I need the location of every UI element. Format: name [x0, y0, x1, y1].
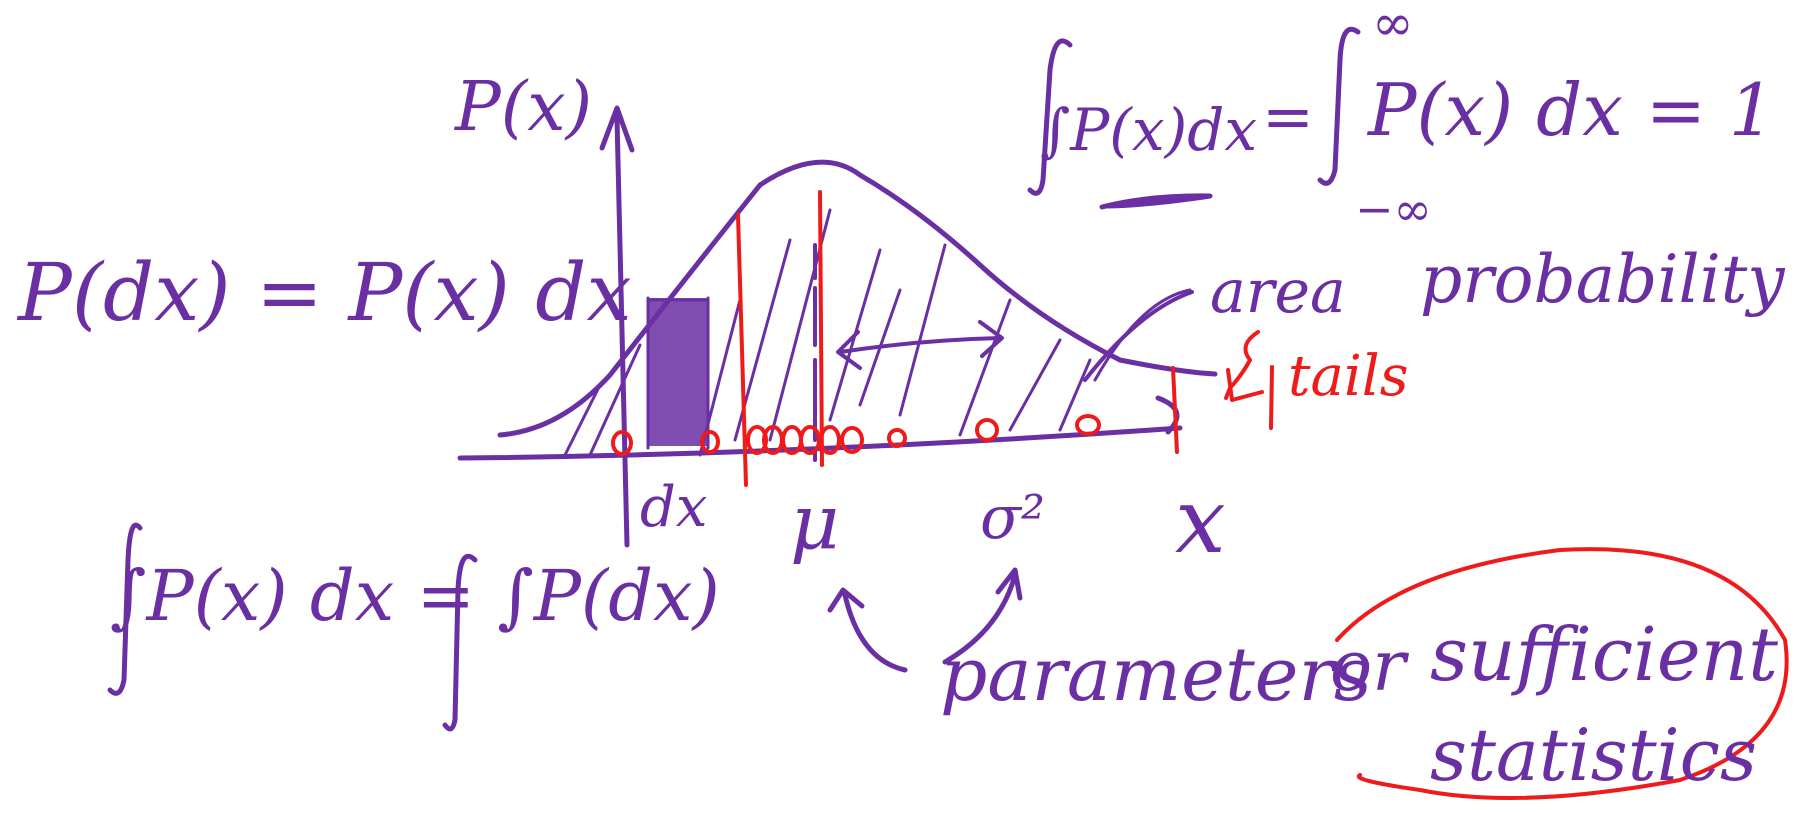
area-label: area — [1210, 257, 1346, 327]
probability-label: probability — [1420, 241, 1785, 318]
y-axis-arrowhead — [599, 105, 635, 153]
dx-shaded-strip — [646, 296, 710, 450]
x-axis — [457, 425, 1183, 461]
upper-limit: ∞ — [1372, 0, 1414, 52]
or-note: or — [1330, 625, 1409, 707]
normalization-lhs: ∫P(x)dx — [1040, 96, 1257, 164]
integral-equivalence: ∫P(x) dx = ∫P(dx) — [110, 555, 720, 637]
sample-points — [611, 414, 1101, 456]
dx-label: dx — [640, 475, 707, 540]
integral-sign-normalization-lhs — [1027, 38, 1073, 196]
axes — [457, 105, 1183, 548]
normalization-equals: = — [1262, 80, 1314, 153]
integral-sign-bottom-rhs — [442, 553, 478, 732]
parameter-arrows — [827, 567, 1023, 673]
y-axis — [614, 115, 630, 548]
integral-signs — [107, 26, 1361, 732]
tails-tick — [1269, 365, 1274, 430]
variance-arrow — [836, 320, 1004, 370]
sufficient-note: sufficient — [1430, 612, 1778, 698]
area-pointer — [1083, 290, 1194, 382]
y-axis-label: P(x) — [453, 68, 592, 147]
red-interval-lines — [736, 190, 1179, 487]
lower-limit: −∞ — [1355, 182, 1432, 236]
mean-label: μ — [790, 477, 839, 566]
sufficient-statistics-circle — [1335, 547, 1789, 800]
statistics-note: statistics — [1430, 713, 1757, 797]
integral-sign-normalization-rhs — [1317, 26, 1361, 186]
x-axis-label: x — [1175, 469, 1226, 574]
variance-label: σ² — [980, 483, 1045, 553]
pdx-definition: P(dx) = P(x) dx — [16, 246, 632, 339]
normalization-rhs: P(x) dx = 1 — [1366, 68, 1775, 152]
parameters-note: parameters — [940, 632, 1372, 718]
integral-sign-bottom-lhs — [107, 522, 143, 696]
bell-curve — [497, 159, 1218, 438]
tails-arrow — [1224, 330, 1264, 402]
tails-label: tails — [1288, 344, 1408, 409]
normalization-underline — [1099, 193, 1213, 210]
